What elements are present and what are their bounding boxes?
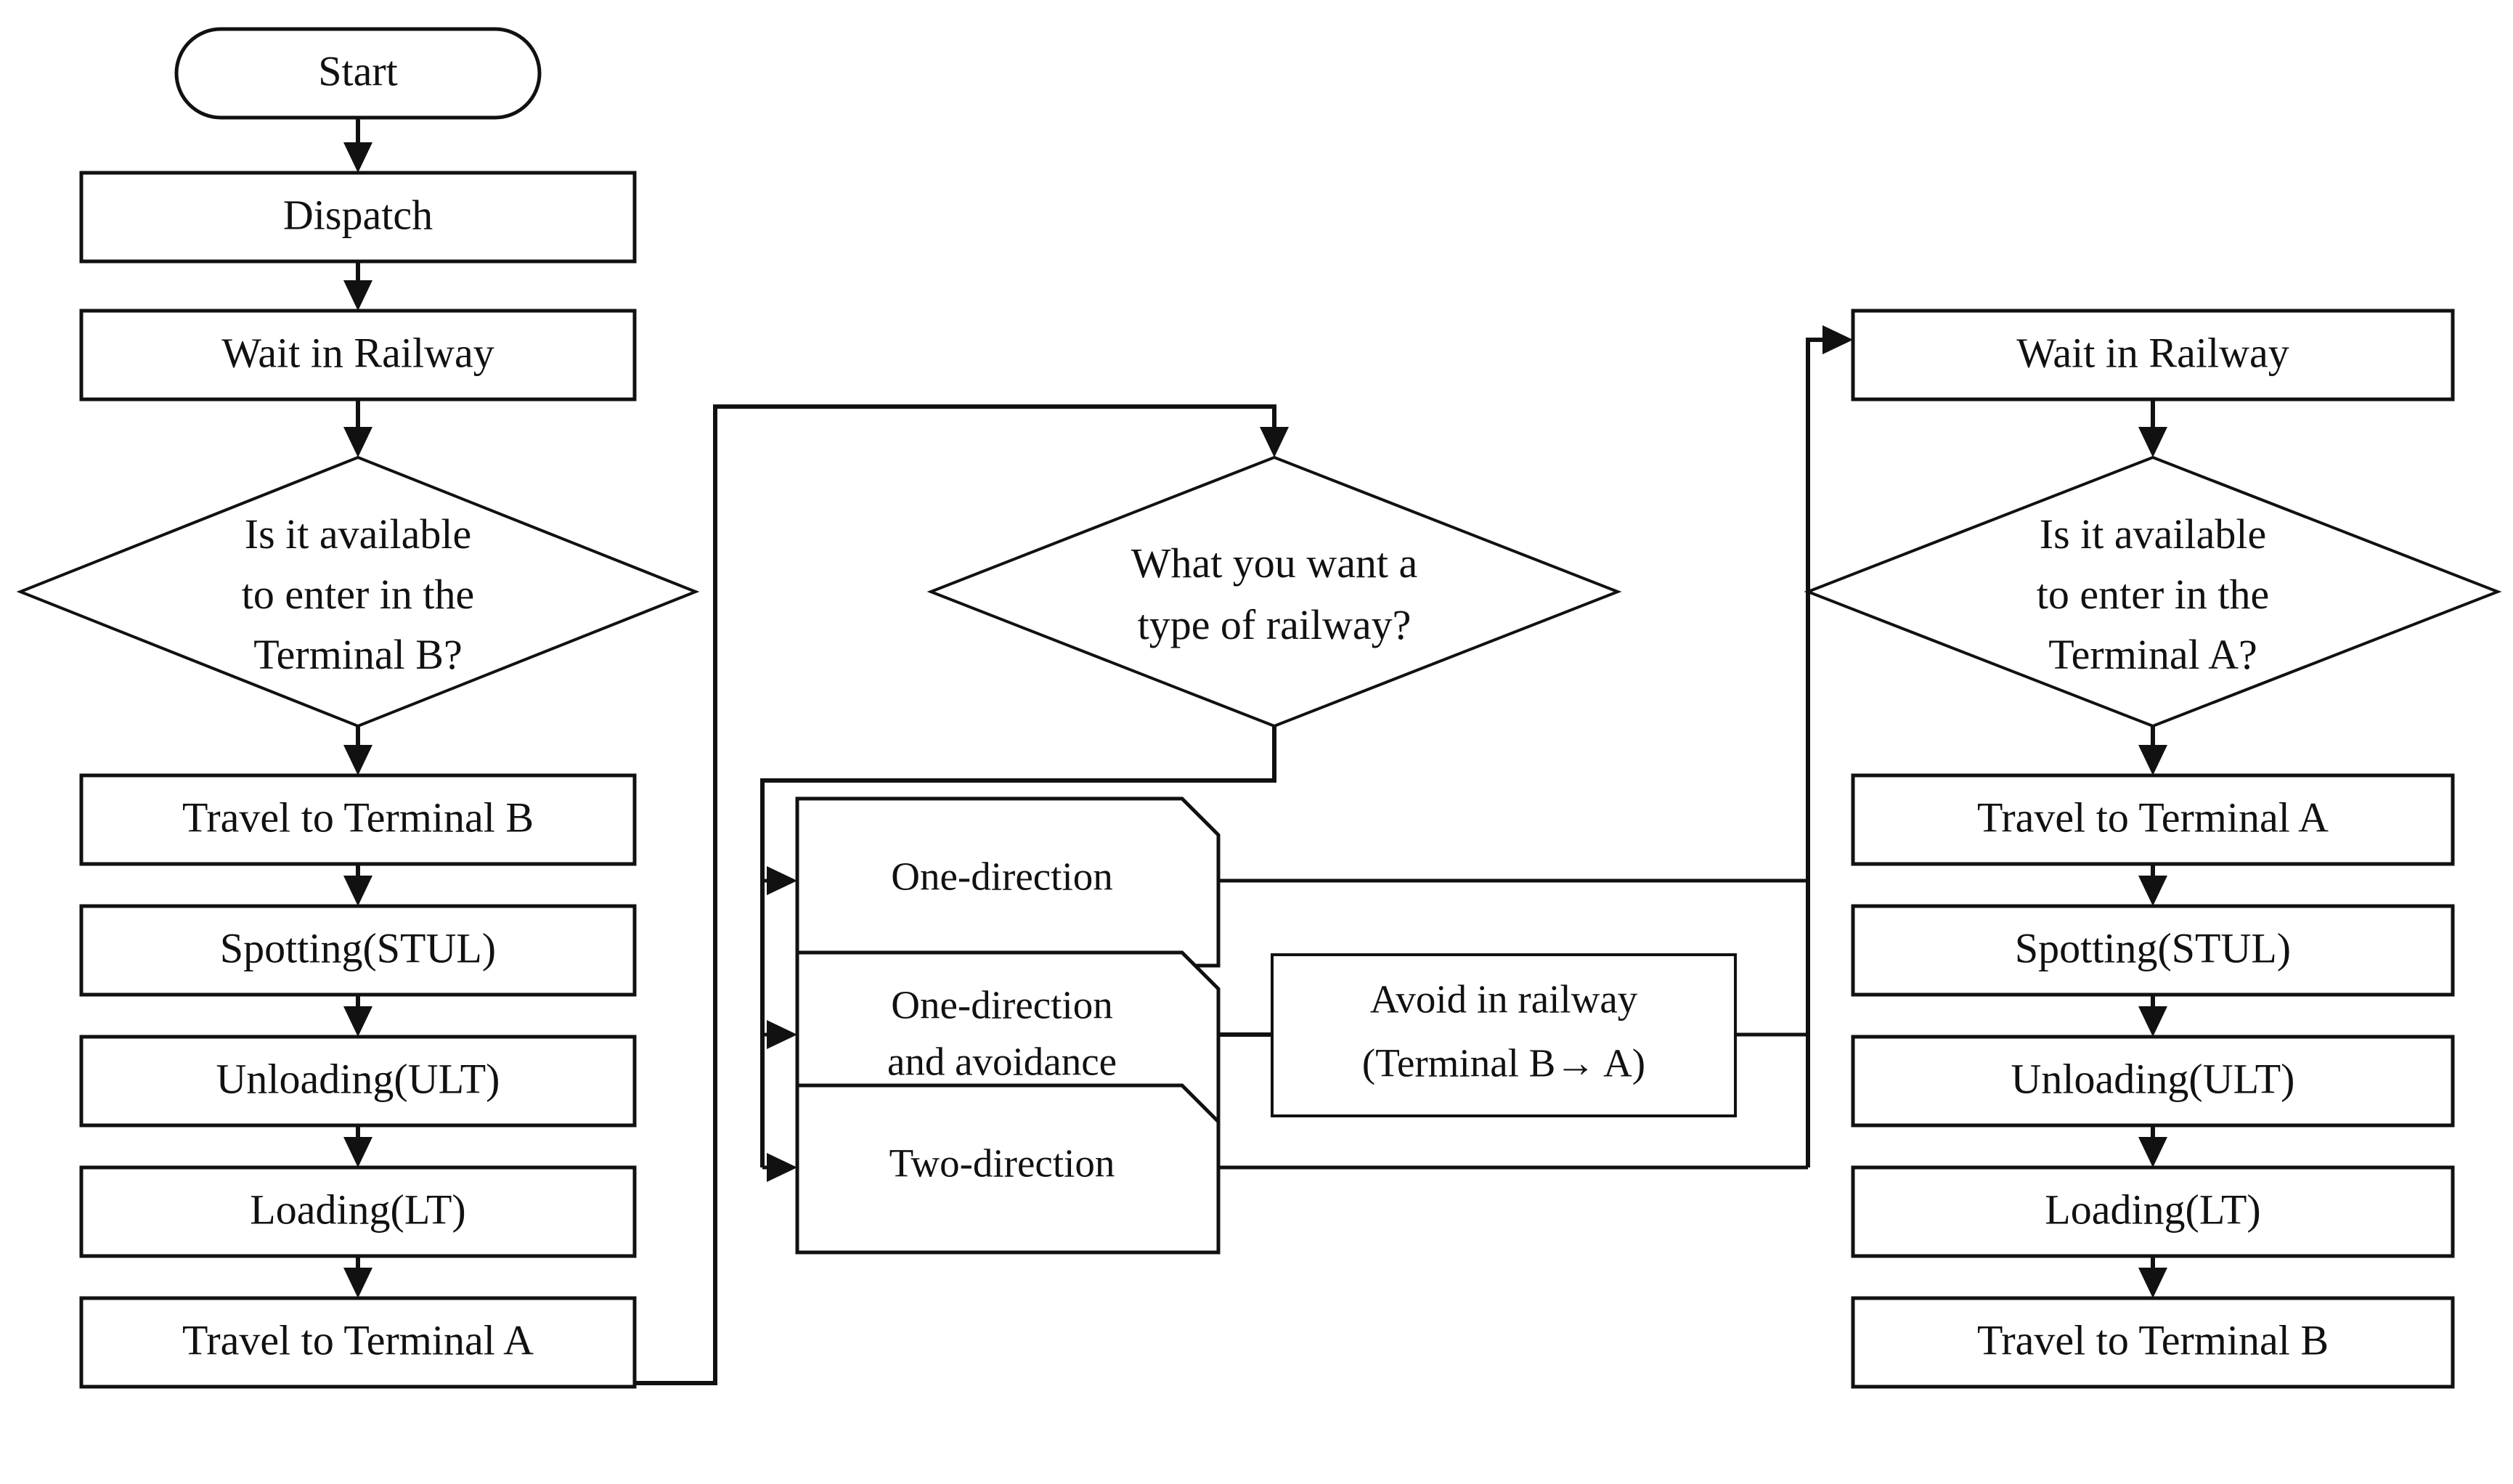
node-travel-to-terminal-b-left-label: Travel to Terminal B bbox=[182, 794, 534, 841]
node-wait-left[interactable]: Wait in Railway bbox=[79, 309, 637, 401]
node-decision-terminal-b[interactable]: Is it available to enter in the Terminal… bbox=[16, 455, 700, 728]
edge-loading-to-travel-b-right bbox=[2138, 1256, 2167, 1298]
edge-branch-to-option-1 bbox=[762, 866, 797, 895]
node-start-label: Start bbox=[318, 47, 398, 94]
edge-spotting-to-unloading-right bbox=[2138, 995, 2167, 1037]
node-option-two-direction[interactable]: Two-direction bbox=[795, 1083, 1221, 1255]
node-travel-to-terminal-a-right-label: Travel to Terminal A bbox=[1977, 794, 2329, 841]
node-travel-to-terminal-a-left-label: Travel to Terminal A bbox=[182, 1316, 534, 1363]
edge-right-bus-to-wait-right bbox=[1806, 325, 1853, 1167]
node-option-one-direction-and-avoidance-line2: and avoidance bbox=[887, 1040, 1117, 1084]
node-decision-terminal-b-line3: Terminal B? bbox=[253, 631, 462, 678]
node-travel-to-terminal-b-right[interactable]: Travel to Terminal B bbox=[1851, 1296, 2455, 1389]
node-travel-to-terminal-b-right-label: Travel to Terminal B bbox=[1977, 1316, 2329, 1363]
node-unloading-left[interactable]: Unloading(ULT) bbox=[79, 1035, 637, 1128]
node-unloading-right-label: Unloading(ULT) bbox=[2011, 1055, 2295, 1102]
node-option-one-direction-label: One-direction bbox=[891, 855, 1112, 899]
node-loading-left[interactable]: Loading(LT) bbox=[79, 1165, 637, 1258]
node-avoid-in-railway-line1: Avoid in railway bbox=[1370, 977, 1638, 1022]
node-decision-terminal-b-line2: to enter in the bbox=[242, 571, 475, 618]
node-start[interactable]: Start bbox=[174, 27, 542, 120]
node-option-one-direction[interactable]: One-direction bbox=[795, 796, 1221, 968]
edge-start-to-dispatch bbox=[343, 118, 372, 173]
node-wait-right-label: Wait in Railway bbox=[2016, 329, 2289, 376]
edge-wait-to-decision-b bbox=[343, 399, 372, 457]
node-travel-to-terminal-a-left[interactable]: Travel to Terminal A bbox=[79, 1296, 637, 1389]
edge-wait-right-to-decision-a bbox=[2138, 399, 2167, 457]
node-travel-to-terminal-a-right[interactable]: Travel to Terminal A bbox=[1851, 773, 2455, 866]
node-spotting-left-label: Spotting(STUL) bbox=[220, 924, 496, 971]
node-spotting-left[interactable]: Spotting(STUL) bbox=[79, 904, 637, 997]
node-unloading-left-label: Unloading(ULT) bbox=[216, 1055, 500, 1102]
node-decision-terminal-a-line3: Terminal A? bbox=[2048, 631, 2257, 678]
edge-travel-a-to-spotting-right bbox=[2138, 864, 2167, 906]
edge-unloading-to-loading-left bbox=[343, 1125, 372, 1167]
node-spotting-right-label: Spotting(STUL) bbox=[2015, 924, 2291, 971]
edge-travel-a-left-to-center-decision bbox=[635, 404, 1289, 1385]
node-loading-left-label: Loading(LT) bbox=[250, 1186, 465, 1233]
node-wait-left-label: Wait in Railway bbox=[221, 329, 494, 376]
node-decision-railway-type-line2: type of railway? bbox=[1138, 601, 1412, 648]
node-decision-railway-type[interactable]: What you want a type of railway? bbox=[926, 455, 1622, 728]
node-avoid-in-railway[interactable]: Avoid in railway (Terminal B→ A) bbox=[1271, 953, 1737, 1117]
node-dispatch-label: Dispatch bbox=[283, 191, 433, 238]
node-dispatch[interactable]: Dispatch bbox=[79, 171, 637, 264]
edge-decision-b-to-travel-b bbox=[343, 726, 372, 775]
node-decision-railway-type-line1: What you want a bbox=[1131, 539, 1418, 587]
node-option-one-direction-and-avoidance-line1: One-direction bbox=[891, 983, 1112, 1027]
node-decision-terminal-a-line1: Is it available bbox=[2040, 510, 2266, 558]
node-loading-right-label: Loading(LT) bbox=[2045, 1186, 2260, 1233]
edge-unloading-to-loading-right bbox=[2138, 1125, 2167, 1167]
node-decision-terminal-b-line1: Is it available bbox=[245, 510, 471, 558]
node-unloading-right[interactable]: Unloading(ULT) bbox=[1851, 1035, 2455, 1128]
node-spotting-right[interactable]: Spotting(STUL) bbox=[1851, 904, 2455, 997]
node-decision-terminal-a[interactable]: Is it available to enter in the Terminal… bbox=[1804, 455, 2502, 728]
node-avoid-in-railway-line2: (Terminal B→ A) bbox=[1362, 1041, 1645, 1085]
edge-branch-to-option-3 bbox=[762, 1153, 797, 1182]
node-option-one-direction-and-avoidance[interactable]: One-direction and avoidance bbox=[795, 950, 1221, 1122]
node-travel-to-terminal-b-left[interactable]: Travel to Terminal B bbox=[79, 773, 637, 866]
edge-spotting-to-unloading-left bbox=[343, 995, 372, 1037]
edge-loading-to-travel-a-left bbox=[343, 1256, 372, 1298]
edge-decision-railway-type-branch-bus bbox=[760, 726, 1276, 1167]
node-wait-right[interactable]: Wait in Railway bbox=[1851, 309, 2455, 401]
edge-decision-a-to-travel-a-right bbox=[2138, 726, 2167, 775]
edge-dispatch-to-wait bbox=[343, 261, 372, 311]
edge-branch-to-option-2 bbox=[762, 1020, 797, 1049]
node-decision-terminal-a-line2: to enter in the bbox=[2037, 571, 2270, 618]
node-option-two-direction-label: Two-direction bbox=[889, 1141, 1115, 1186]
node-loading-right[interactable]: Loading(LT) bbox=[1851, 1165, 2455, 1258]
edge-travel-b-to-spotting-left bbox=[343, 864, 372, 906]
